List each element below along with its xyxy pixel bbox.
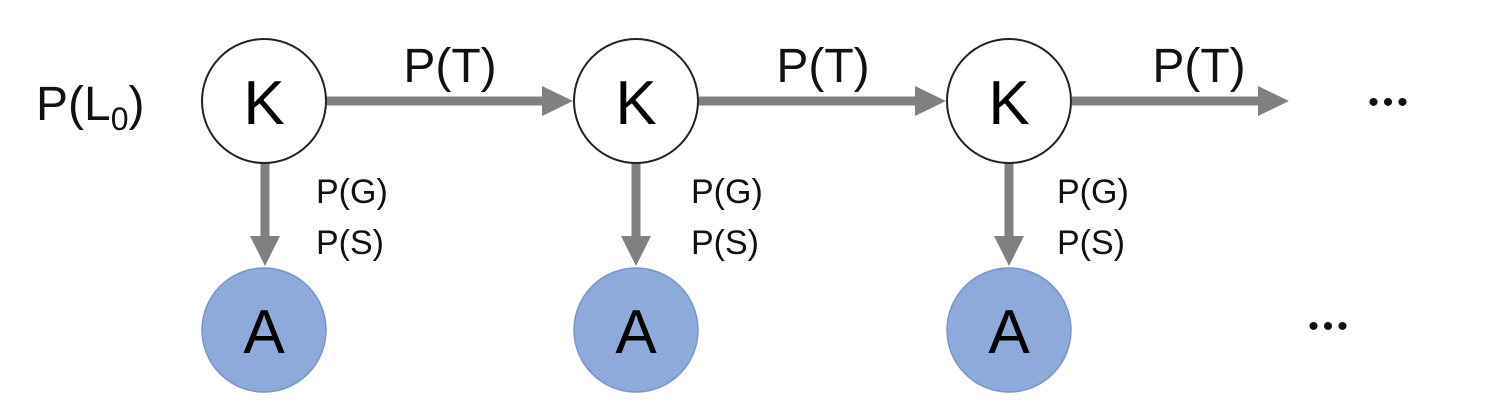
knowledge-node-label-3: K: [988, 69, 1029, 138]
emission-arrowhead-1: [250, 236, 280, 266]
transition-arrowhead-2: [915, 86, 946, 116]
emission-arrowhead-2: [621, 236, 651, 266]
initial-label-base: P(L: [36, 78, 111, 131]
knowledge-node-3: K: [946, 38, 1072, 164]
emission-edges: [250, 162, 1024, 266]
initial-label-subscript: 0: [111, 101, 129, 137]
transition-label-2: P(T): [776, 40, 869, 93]
transition-arrowhead-3: [1258, 86, 1289, 116]
slip-label-2: P(S): [691, 224, 759, 262]
observation-node-label-1: A: [243, 298, 285, 367]
emission-arrowhead-3: [994, 236, 1024, 266]
knowledge-node-label-2: K: [615, 69, 656, 138]
knowledge-node-1: K: [201, 38, 327, 164]
slip-label-3: P(S): [1057, 224, 1125, 262]
transition-edges: [326, 86, 1289, 116]
ellipsis-bottom: •••: [1308, 310, 1352, 343]
slip-label-1: P(S): [316, 224, 384, 262]
transition-arrowhead-1: [542, 86, 573, 116]
knowledge-node-2: K: [573, 38, 699, 164]
observation-node-label-2: A: [615, 298, 657, 367]
observation-node-label-3: A: [988, 298, 1030, 367]
transition-label-1: P(T): [403, 40, 496, 93]
guess-label-1: P(G): [316, 173, 388, 211]
guess-label-2: P(G): [691, 173, 763, 211]
initial-label-close: ): [129, 78, 145, 131]
transition-label-3: P(T): [1152, 40, 1245, 93]
guess-label-3: P(G): [1057, 173, 1129, 211]
observation-node-1: A: [201, 267, 327, 393]
ellipsis-top: •••: [1368, 86, 1412, 119]
initial-probability-label: P(L0): [36, 78, 144, 137]
knowledge-node-label-1: K: [243, 69, 284, 138]
observation-node-2: A: [573, 267, 699, 393]
observation-node-3: A: [946, 267, 1072, 393]
